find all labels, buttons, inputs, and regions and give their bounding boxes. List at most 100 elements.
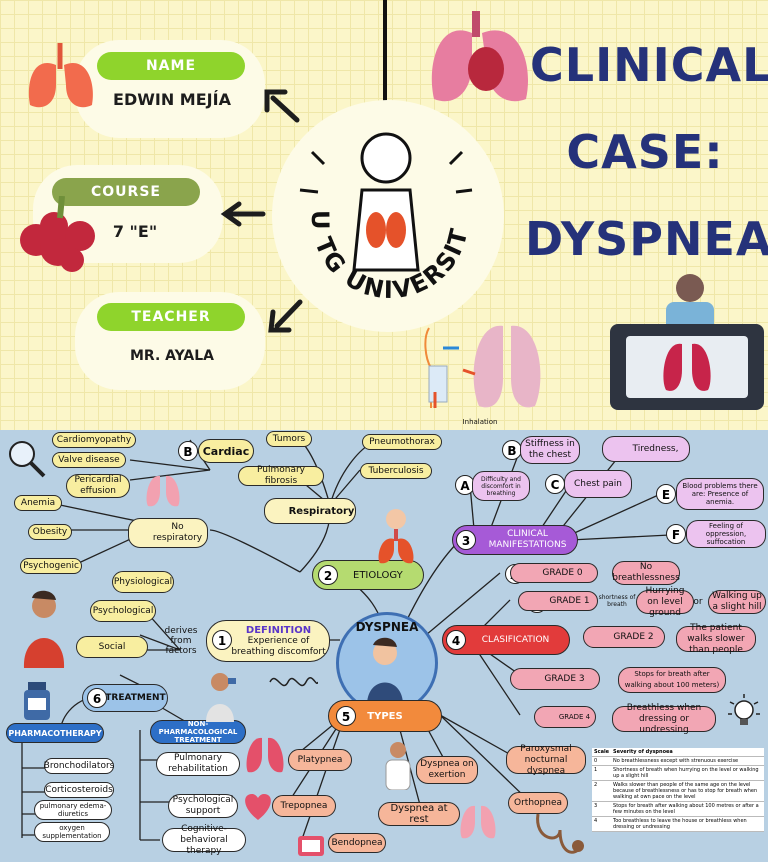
table-header-severity: Severity of dyspnoea: [611, 748, 764, 757]
physiological-node: Physiological: [112, 571, 174, 593]
bed-patient-icon: [298, 836, 324, 856]
valve-disease-node: Valve disease: [52, 452, 126, 468]
pharma-diuretics: pulmonary edema-diuretics: [34, 800, 112, 820]
title-line-3: DYSPNEA: [525, 212, 768, 266]
teacher-value: MR. AYALA: [129, 348, 215, 364]
alveoli-icon: [20, 196, 95, 272]
pharma-oxygen: oxygen supplementation: [34, 822, 110, 842]
table-cell: 3: [592, 801, 612, 817]
grade-1-alt: Walking up a slight hill: [708, 590, 766, 614]
lungs-small-icon: [146, 475, 180, 507]
table-cell: No breathlessness except with strenuous …: [611, 756, 764, 766]
cm-f-letter: F: [666, 524, 686, 544]
grade-1-pre: shortness of breath: [598, 594, 636, 608]
teacher-label: TEACHER: [97, 303, 245, 331]
title-line-2: CASE:: [566, 125, 724, 179]
obesity-node: Obesity: [28, 524, 72, 540]
table-cell: Stops for breath after walking about 100…: [611, 801, 764, 817]
definition-title: DEFINITION: [245, 624, 312, 636]
arrows-graphic: [220, 89, 303, 333]
lungs-types-icon: [246, 737, 284, 773]
magnifier-icon: [9, 441, 46, 478]
respiratory-node: Respiratory: [264, 498, 356, 524]
xray-icon: [610, 274, 764, 410]
pharma-bronchodilators: Bronchodilators: [44, 758, 114, 774]
cm-b-letter: B: [502, 440, 522, 460]
grade-1-or: or: [693, 597, 703, 607]
pharma-corticosteroids: Corticosteroids: [44, 782, 114, 798]
name-label: NAME: [97, 52, 245, 80]
cover-section: NAME EDWIN MEJÍA COURSE 7 "E" TEACHER MR…: [0, 0, 768, 430]
pneumothorax-node: Pneumothorax: [362, 434, 442, 450]
bendopnea-node: Bendopnea: [328, 833, 386, 853]
dyspnea-rest-node: Dyspnea at rest: [378, 802, 460, 826]
trepopnea-node: Trepopnea: [272, 795, 336, 817]
psychogenic-node: Psychogenic: [20, 558, 82, 574]
inhalation-illustration: [424, 325, 541, 408]
cm-d-node: Tiredness,: [602, 436, 690, 462]
table-cell: 0: [592, 756, 612, 766]
pulmonary-fibrosis-node: Pulmonary fibrosis: [238, 465, 324, 486]
cardiomyopathy-node: Cardiomyopathy: [52, 432, 136, 448]
cardiac-letter: B: [178, 441, 198, 461]
grade-2-desc: The patient walks slower than people: [676, 623, 756, 655]
anemia-node: Anemia: [14, 495, 62, 511]
table-cell: 1: [592, 765, 612, 781]
pharmacotherapy-node: PHARMACOTHERAPY: [6, 723, 104, 743]
name-value: EDWIN MEJÍA: [113, 90, 231, 109]
definition-number: 1: [212, 630, 232, 650]
dyspnea-exertion-node: Dyspnea on exertion: [416, 756, 478, 784]
orthopnea-node: Orthopnea: [508, 792, 568, 814]
cm-e-letter: E: [656, 484, 676, 504]
cm-b-node: Stiffness in the chest: [520, 436, 580, 464]
table-cell: 4: [592, 816, 612, 832]
no-respiratory-node: No respiratory: [128, 518, 208, 548]
tumors-node: Tumors: [266, 431, 312, 447]
grade-0-desc: No breathlessness: [612, 561, 680, 585]
types-number: 5: [336, 706, 356, 726]
patient-icon: [367, 637, 403, 705]
table-cell: 2: [592, 780, 612, 802]
medicine-bottle-icon: [24, 682, 50, 720]
treatment-number: 6: [87, 688, 107, 708]
pericardial-node: Pericardial effusion: [66, 474, 130, 498]
clinical-number: 3: [456, 530, 476, 550]
table-cell: Walks slower than people of the same age…: [611, 780, 764, 802]
classification-node: CLASIFICATION: [442, 625, 570, 655]
grade-1-node: GRADE 1: [518, 591, 598, 611]
table-header-scale: Scale: [592, 748, 612, 757]
table-cell: Shortness of breath when hurrying on the…: [611, 765, 764, 781]
stethoscope-icon: [536, 813, 584, 854]
course-value: 7 "E": [112, 222, 158, 241]
heart-monitor-icon: [245, 794, 271, 820]
stressed-person-icon: [23, 590, 65, 668]
nonpharma-psych: Psychological support: [168, 794, 238, 818]
paroxysmal-node: Paroxysmal nocturnal dyspnea: [506, 744, 586, 776]
cardiac-node: Cardiac: [198, 439, 254, 463]
grade-2-node: GRADE 2: [583, 626, 665, 648]
respiratory-system-icon: [378, 509, 414, 564]
mind-map: DYSPNEA B Cardiac Cardiomyopathy Valve d…: [0, 430, 768, 862]
dna-icon: [269, 677, 318, 687]
grade-3-desc: Stops for breath after walking about 100…: [618, 667, 726, 693]
cm-a-node: Difficulty and discomfort in breathing: [472, 471, 530, 501]
table-cell: Too breathless to leave the house or bre…: [611, 816, 764, 832]
cm-c-letter: C: [545, 474, 565, 494]
lungs-pink-icon: [460, 805, 496, 839]
inhalation-caption: Inhalation: [462, 418, 498, 426]
classification-number: 4: [446, 630, 466, 650]
psychological-node: Psychological: [90, 600, 156, 622]
inhaler-person-icon: [206, 673, 236, 722]
grade-1-desc: Hurrying on level ground: [636, 586, 694, 618]
social-node: Social: [76, 636, 148, 658]
title-line-1: CLINICAL: [530, 38, 768, 92]
grade-4-desc: Breathless when dressing or undressing: [612, 703, 716, 735]
tuberculosis-node: Tuberculosis: [360, 463, 432, 479]
etiology-number: 2: [318, 565, 338, 585]
non-pharma-node: NON-PHARMACOLOGICAL TREATMENT: [150, 720, 246, 744]
cm-c-node: Chest pain: [564, 470, 632, 498]
